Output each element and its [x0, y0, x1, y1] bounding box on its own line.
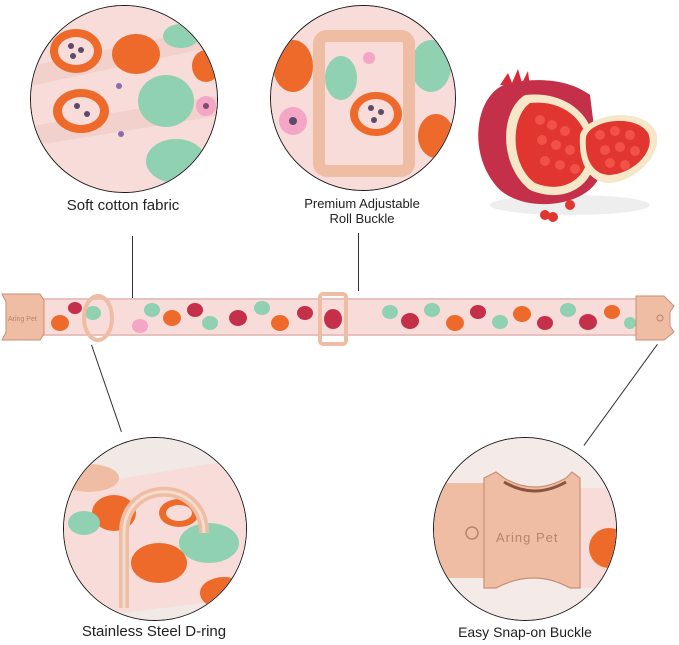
snap-buckle-leader-line — [583, 344, 658, 446]
d-ring-closeup-circle — [63, 437, 247, 621]
snap-buckle-engraving: Aring Pet — [496, 530, 559, 545]
fabric-closeup-circle — [30, 5, 218, 193]
roll-buckle-leader-line — [358, 233, 359, 291]
fabric-leader-line — [132, 236, 133, 298]
pomegranate-illustration — [470, 65, 675, 235]
collar-snap-buckle-left — [1, 293, 45, 341]
dog-collar-full-view: Aring Pet — [0, 288, 679, 348]
snap-buckle-closeup-circle: Aring Pet — [433, 437, 617, 621]
d-ring-label: Stainless Steel D-ring — [81, 623, 227, 640]
d-ring-illustration — [64, 438, 246, 620]
snap-buckle-illustration — [434, 438, 616, 620]
snap-buckle-label: Easy Snap-on Buckle — [458, 624, 592, 640]
d-ring-leader-line — [91, 344, 122, 432]
roll-buckle-label-line2: Roll Buckle — [329, 211, 395, 226]
pomegranate-slice-icon — [50, 29, 102, 73]
fabric-label: Soft cotton fabric — [66, 197, 180, 214]
fabric-pattern-illustration — [31, 6, 217, 192]
collar-print-pattern — [51, 301, 636, 333]
roll-buckle-label-line1: Premium Adjustable — [304, 196, 420, 211]
collar-engraving: Aring Pet — [8, 316, 37, 323]
roll-buckle-closeup-circle — [270, 5, 456, 191]
collar-snap-buckle-right — [635, 295, 675, 341]
roll-buckle-label: Premium Adjustable Roll Buckle — [270, 196, 454, 226]
roll-buckle-frame — [313, 30, 415, 177]
roll-buckle-illustration — [271, 6, 455, 190]
collar-d-ring — [82, 294, 114, 342]
collar-roll-buckle — [318, 292, 348, 346]
